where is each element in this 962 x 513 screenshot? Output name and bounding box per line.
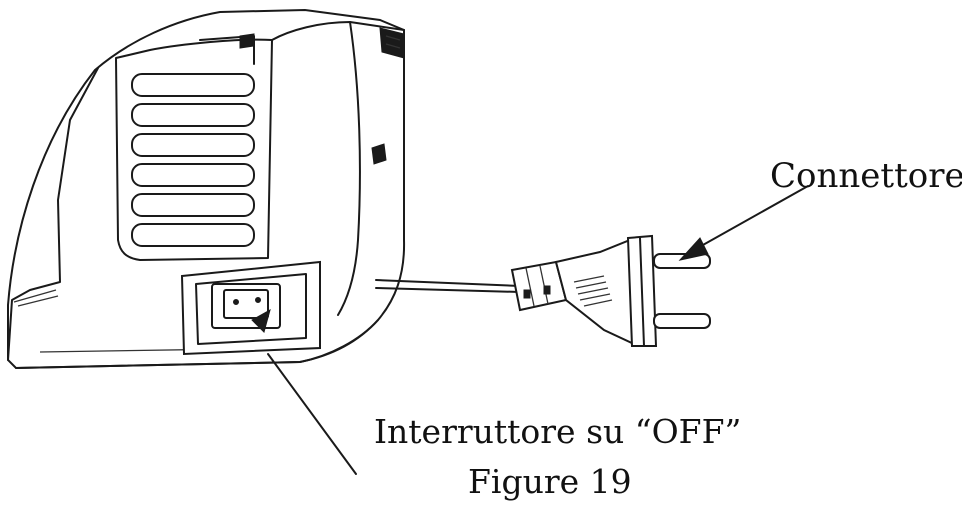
plug-prong-bottom xyxy=(653,313,711,329)
switch-housing xyxy=(180,260,321,356)
top-vent-slots xyxy=(371,27,405,165)
grille-slat-5 xyxy=(131,193,255,217)
unit-right-contour xyxy=(337,21,361,316)
unit-right-edge xyxy=(271,21,405,41)
unit-base xyxy=(15,319,379,369)
indoor-unit xyxy=(7,8,406,370)
arrow-head-icon xyxy=(251,308,271,333)
plug-grip-ridges xyxy=(573,275,613,307)
unit-side-edge xyxy=(7,67,99,361)
plug-body xyxy=(554,238,636,346)
grille-slat-4 xyxy=(131,163,255,187)
switch-rocker xyxy=(223,289,269,319)
power-plug xyxy=(510,234,711,347)
switch-label: Interruttore su “OFF” xyxy=(374,412,742,451)
unit-side-stripe xyxy=(13,289,57,303)
switch-dot-icon xyxy=(233,299,239,305)
switch-callout-arrow xyxy=(251,308,357,475)
arrow-head-icon xyxy=(678,237,709,261)
grille-slat-3 xyxy=(131,133,255,157)
grille-slat-1 xyxy=(131,73,255,97)
connector-callout-arrow xyxy=(678,185,809,261)
switch-dot-icon-2 xyxy=(255,297,261,303)
figure-caption: Figure 19 xyxy=(468,462,632,501)
plug-prong-top xyxy=(653,253,711,269)
air-grille xyxy=(131,33,255,247)
grille-slat-6 xyxy=(131,223,255,247)
unit-side-stripe-2 xyxy=(17,295,59,307)
plug-grip-mark-2 xyxy=(543,285,551,295)
power-cord xyxy=(375,279,521,293)
grille-slat-2 xyxy=(131,103,255,127)
plug-grip-mark xyxy=(523,289,531,299)
connector-label: Connettore xyxy=(770,156,962,196)
